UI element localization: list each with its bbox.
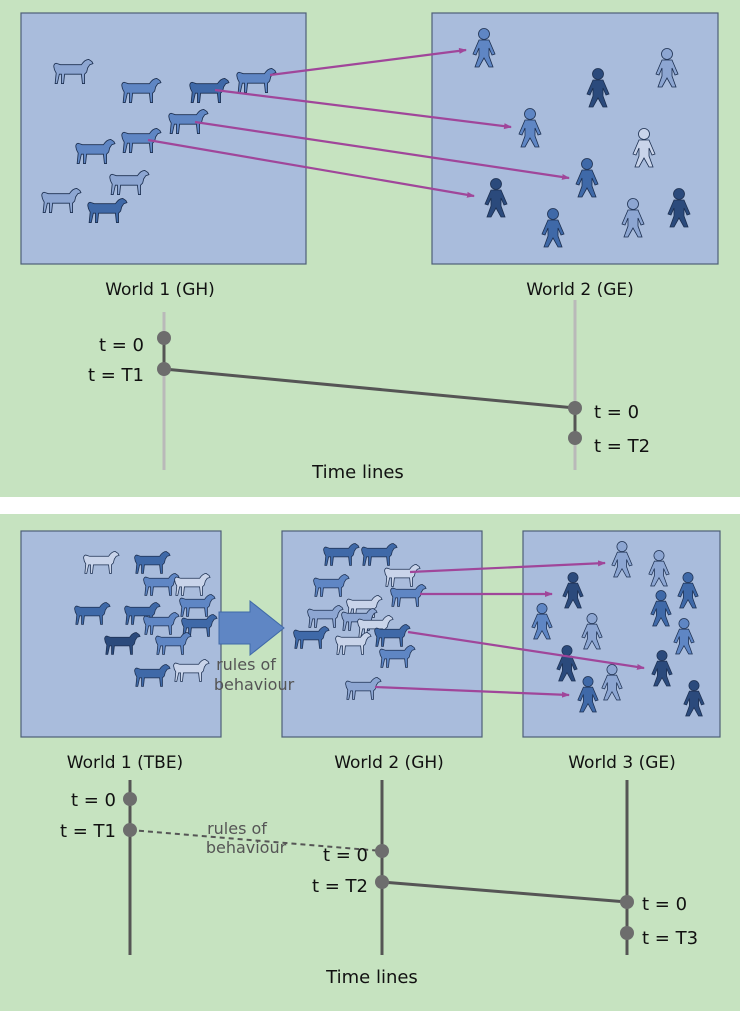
top-t1-start-label: t = 0 bbox=[99, 335, 144, 356]
bottom-t2-start-label: t = 0 bbox=[323, 845, 368, 866]
top-link-arrow bbox=[147, 138, 475, 198]
dashed-label-1: rules of bbox=[207, 819, 267, 838]
bottom-panel: rules of behaviour World 1 (TBE) World 2… bbox=[0, 514, 740, 1011]
dashed-label-2: behaviour bbox=[206, 838, 287, 857]
bottom-link-arrow bbox=[374, 685, 570, 698]
bottom-t1-start-dot bbox=[123, 792, 137, 806]
top-transition-line bbox=[163, 367, 576, 410]
top-world1-label: World 1 (GH) bbox=[105, 280, 215, 300]
bottom-t3-end-label: t = T3 bbox=[642, 928, 698, 949]
top-world2-label: World 2 (GE) bbox=[526, 280, 634, 300]
bottom-t2-end-dot bbox=[375, 875, 389, 889]
bottom-timelines-label: Time lines bbox=[325, 967, 418, 988]
bottom-t1-end-dot bbox=[123, 823, 137, 837]
top-t1-start-dot bbox=[157, 331, 171, 345]
bottom-link-arrow bbox=[409, 560, 606, 574]
top-link-arrow bbox=[214, 88, 512, 130]
top-panel: World 1 (GH) World 2 (GE) t = 0 t = T1 t… bbox=[0, 0, 740, 497]
bottom-links bbox=[374, 560, 645, 698]
bottom-t3-start-label: t = 0 bbox=[642, 894, 687, 915]
top-t1-end-dot bbox=[157, 362, 171, 376]
bottom-world1-label: World 1 (TBE) bbox=[67, 753, 183, 773]
top-timelines-label: Time lines bbox=[311, 462, 404, 483]
top-link-arrow bbox=[269, 47, 467, 77]
bottom-t3-end-dot bbox=[620, 926, 634, 940]
bottom-t2-end-label: t = T2 bbox=[312, 876, 368, 897]
bottom-t3-start-dot bbox=[620, 895, 634, 909]
bottom-dashed-transition bbox=[129, 829, 383, 852]
bottom-t1-start-label: t = 0 bbox=[71, 790, 116, 811]
top-t2-end-dot bbox=[568, 431, 582, 445]
bottom-link-arrow bbox=[407, 630, 645, 670]
rules-arrow-icon bbox=[218, 599, 285, 657]
bottom-transition-line bbox=[381, 880, 628, 904]
top-world1-box bbox=[20, 12, 307, 265]
top-t2-start-dot bbox=[568, 401, 582, 415]
bottom-t1-end-label: t = T1 bbox=[60, 821, 116, 842]
top-links bbox=[147, 47, 570, 198]
bottom-t2-start-dot bbox=[375, 844, 389, 858]
top-t1-end-label: t = T1 bbox=[88, 365, 144, 386]
rules-arrow-label-1: rules of bbox=[216, 655, 276, 674]
bottom-world2-label: World 2 (GH) bbox=[334, 753, 444, 773]
top-t2-end-label: t = T2 bbox=[594, 436, 650, 457]
top-link-arrow bbox=[194, 120, 570, 180]
top-t2-start-label: t = 0 bbox=[594, 402, 639, 423]
rules-arrow-label-2: behaviour bbox=[214, 675, 295, 694]
bottom-world3-label: World 3 (GE) bbox=[568, 753, 676, 773]
